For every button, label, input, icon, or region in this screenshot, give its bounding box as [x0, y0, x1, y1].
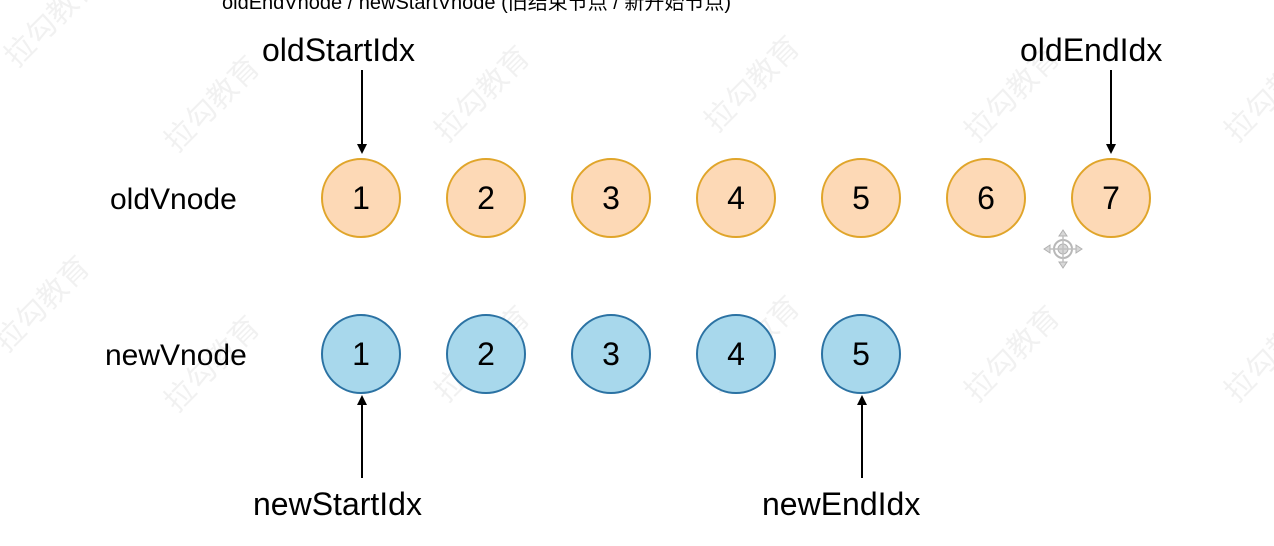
old-node: 1: [321, 158, 401, 238]
old-node: 5: [821, 158, 901, 238]
old-end-idx-label: oldEndIdx: [1020, 32, 1163, 68]
old-node: 7: [1071, 158, 1151, 238]
new-node: 1: [321, 314, 401, 394]
new-end-idx-label: newEndIdx: [762, 486, 921, 522]
old-start-idx-label: oldStartIdx: [262, 32, 415, 68]
old-vnode-label: oldVnode: [110, 183, 237, 216]
new-node: 5: [821, 314, 901, 394]
new-node: 3: [571, 314, 651, 394]
old-node: 4: [696, 158, 776, 238]
diagram-caption: oldEndVnode / newStartVnode (旧结束节点 / 新开始…: [222, 0, 732, 14]
new-start-idx-label: newStartIdx: [253, 486, 422, 522]
old-node: 2: [446, 158, 526, 238]
new-vnode-label: newVnode: [105, 339, 247, 372]
old-node: 6: [946, 158, 1026, 238]
new-node: 4: [696, 314, 776, 394]
old-node: 3: [571, 158, 651, 238]
new-node: 2: [446, 314, 526, 394]
move-cursor-icon[interactable]: [1042, 228, 1084, 270]
